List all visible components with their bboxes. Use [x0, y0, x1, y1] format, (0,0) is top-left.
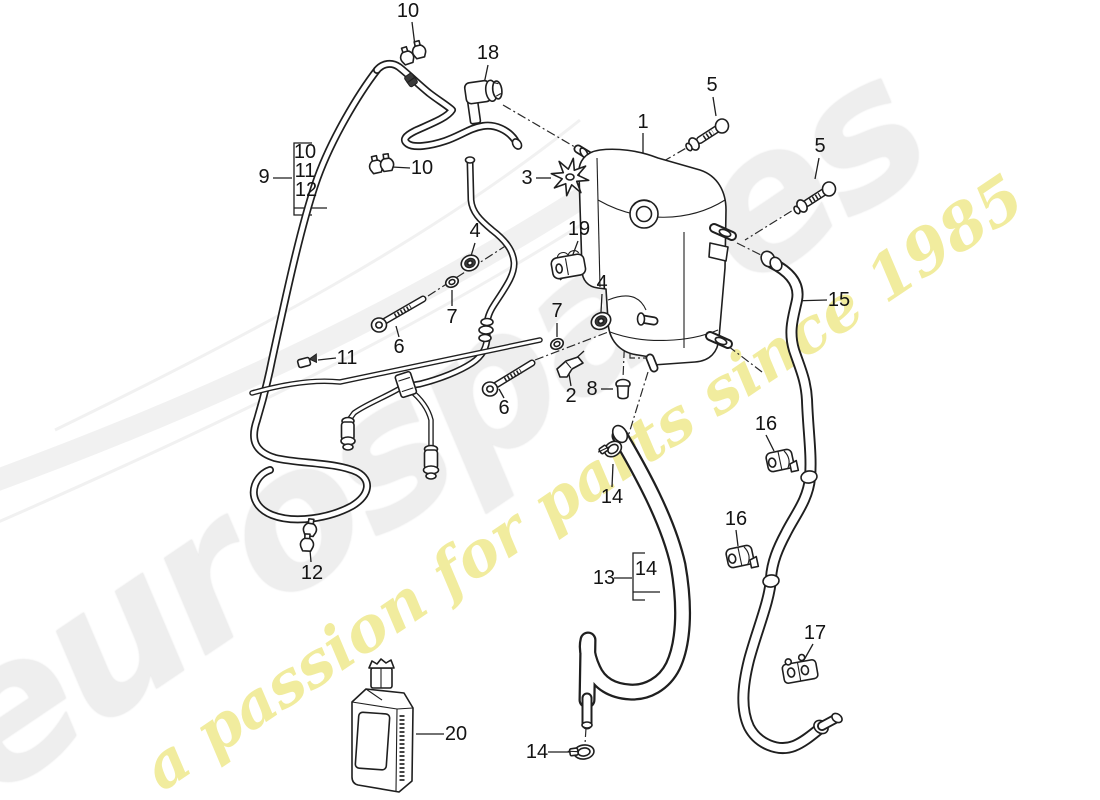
callout-14-bottom: 14 [525, 741, 549, 763]
callout-6-right: 6 [498, 397, 510, 419]
callout-3: 3 [521, 167, 533, 189]
sensor-2 [556, 350, 585, 378]
background-swoosh [0, 118, 647, 523]
callout-1: 1 [637, 111, 649, 133]
callout-10-top: 10 [396, 0, 420, 22]
callout-10-mid: 10 [410, 157, 434, 179]
callout-14-mid: 14 [600, 486, 624, 508]
washer-7-left [444, 275, 460, 289]
callout-9-item-11: 11 [294, 160, 316, 182]
vent-hose-top [373, 59, 523, 151]
callout-16-upper: 16 [754, 413, 778, 435]
callout-15: 15 [827, 289, 851, 311]
callout-9-item-10: 10 [293, 141, 317, 163]
callout-17: 17 [803, 622, 827, 644]
line-fitting-left [340, 416, 356, 451]
bolt-5-right [793, 181, 837, 215]
callout-9: 9 [258, 166, 270, 188]
hose-clamp-14-mid [597, 440, 623, 458]
hose-clamp-14-bottom [567, 744, 595, 760]
fluid-bottle [351, 658, 414, 793]
callout-leader-lines [273, 21, 828, 753]
line-fitting-right [422, 444, 440, 480]
callout-5-left: 5 [706, 74, 718, 96]
grommet-4-left [460, 254, 480, 272]
clamp-16-lower [725, 544, 760, 569]
washer-7-right [549, 337, 565, 351]
callout-9-item-12: 12 [294, 179, 318, 201]
callout-4-right: 4 [596, 272, 608, 294]
callout-2: 2 [565, 385, 577, 407]
right-hose [737, 250, 843, 754]
bolt-6-right [481, 359, 536, 397]
callout-13: 13 [592, 567, 616, 589]
z-hose [578, 424, 692, 730]
callout-11: 11 [336, 347, 358, 369]
clip-12 [299, 517, 318, 552]
callout-7-left: 7 [446, 306, 458, 328]
elbow-connector [463, 79, 503, 125]
hard-fuel-line [249, 337, 543, 480]
callout-18: 18 [476, 42, 500, 64]
bracket-17 [781, 653, 819, 684]
bolt-5-left [685, 118, 730, 152]
callout-13-item-14: 14 [634, 558, 658, 580]
bolt-6-left [370, 295, 427, 333]
callout-20: 20 [444, 723, 468, 745]
callout-16-lower: 16 [724, 508, 748, 530]
impeller [550, 157, 590, 197]
callout-8: 8 [586, 378, 598, 400]
callout-7-right: 7 [551, 300, 563, 322]
grommet-4-right [590, 311, 612, 331]
callout-5-right: 5 [814, 135, 826, 157]
hose-end-elbow [813, 712, 843, 735]
clamp-16-upper [765, 448, 800, 473]
plug-8 [615, 378, 631, 400]
clamp-bracket-19 [550, 250, 587, 280]
fuel-line-down-pipe [404, 156, 518, 390]
hose-clamp-pair-mid [368, 152, 395, 175]
pipe-clamp [404, 72, 418, 88]
callout-6-left: 6 [393, 336, 405, 358]
hose-clamp-pair-top [399, 39, 427, 66]
callout-12: 12 [300, 562, 324, 584]
callout-19: 19 [567, 218, 591, 240]
fuel-pipe-assembly [249, 66, 381, 524]
clip-11 [296, 353, 317, 369]
callout-4-left: 4 [469, 220, 481, 242]
